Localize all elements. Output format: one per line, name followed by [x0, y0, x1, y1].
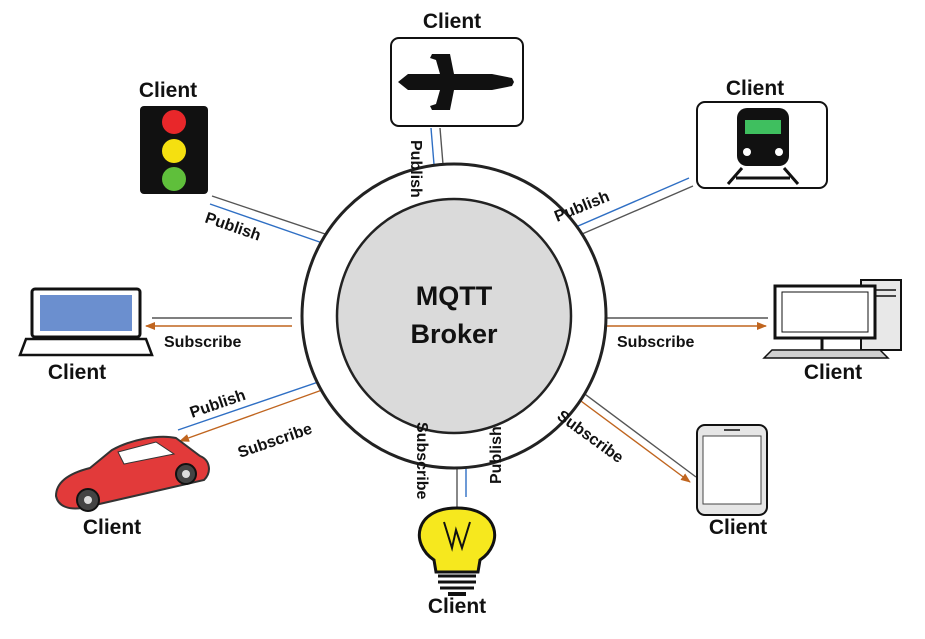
link-label-traffic: Publish — [203, 210, 263, 245]
link-label-bulb-subscribe: Subscribe — [413, 422, 430, 499]
light-bulb-icon — [417, 506, 497, 596]
airplane-icon — [390, 37, 524, 127]
client-label-car: Client — [83, 516, 141, 539]
connectors — [145, 127, 768, 507]
link-label-desktop: Subscribe — [617, 334, 694, 351]
broker-title-line1: MQTT — [416, 281, 493, 311]
publish-arrow-car — [177, 377, 331, 431]
link-label-bulb-publish: Publish — [488, 426, 505, 484]
link-line-traffic — [211, 195, 347, 242]
client-traffic: Client — [139, 79, 208, 194]
client-desktop: Client — [762, 279, 902, 384]
client-label-airplane: Client — [423, 10, 481, 33]
train-icon — [696, 101, 828, 189]
broker-inner-circle — [335, 197, 573, 435]
mqtt-broker: MQTT Broker — [300, 162, 608, 470]
subscribe-arrow-car — [179, 384, 337, 442]
client-label-laptop: Client — [48, 361, 106, 384]
laptop-icon — [18, 287, 154, 357]
car-icon — [54, 435, 210, 512]
link-line-phone — [565, 379, 697, 478]
client-label-bulb: Client — [428, 595, 486, 618]
link-label-train: Publish — [552, 188, 612, 225]
link-label-airplane: Publish — [407, 140, 424, 198]
client-laptop: Client — [18, 287, 154, 384]
client-bulb: Client — [417, 506, 497, 618]
smartphone-icon — [696, 424, 768, 516]
client-train: Client — [696, 77, 828, 189]
client-car: Client — [54, 435, 210, 539]
client-label-traffic: Client — [139, 79, 197, 102]
client-phone: Client — [696, 424, 768, 539]
publish-arrow-traffic — [209, 203, 335, 248]
client-label-train: Client — [726, 77, 784, 100]
client-label-phone: Client — [709, 516, 767, 539]
link-label-car-subscribe: Subscribe — [236, 420, 315, 461]
traffic-light-icon — [140, 106, 208, 194]
client-airplane: Client — [390, 10, 524, 127]
link-label-laptop: Subscribe — [164, 334, 241, 351]
client-label-desktop: Client — [804, 361, 862, 384]
broker-title-line2: Broker — [410, 319, 498, 349]
subscribe-arrow-phone — [561, 386, 691, 483]
desktop-computer-icon — [762, 279, 902, 359]
